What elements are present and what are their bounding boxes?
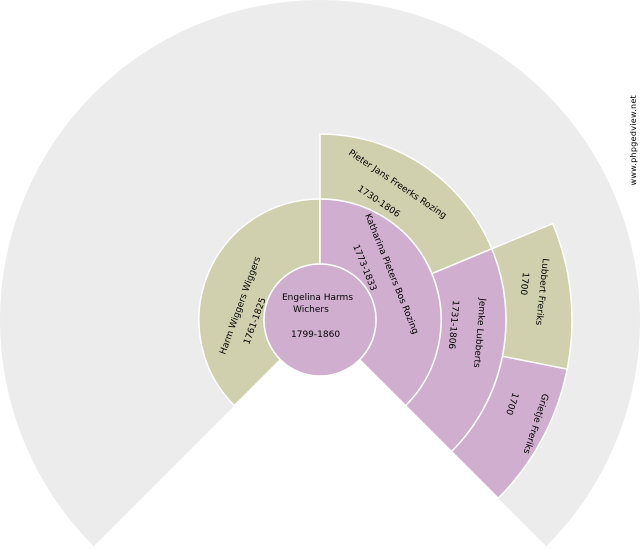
phpgedview-watermark: www.phpgedview.net — [629, 95, 638, 186]
lubbert-dates: 1700 — [518, 272, 530, 296]
root-name-line2: Wichers — [293, 305, 329, 315]
root-name-line1: Engelina Harms — [282, 293, 353, 303]
root-dates: 1799-1860 — [291, 330, 340, 340]
jemke-dates: 1731-1806 — [446, 300, 460, 350]
segment-root-person[interactable] — [263, 263, 377, 377]
